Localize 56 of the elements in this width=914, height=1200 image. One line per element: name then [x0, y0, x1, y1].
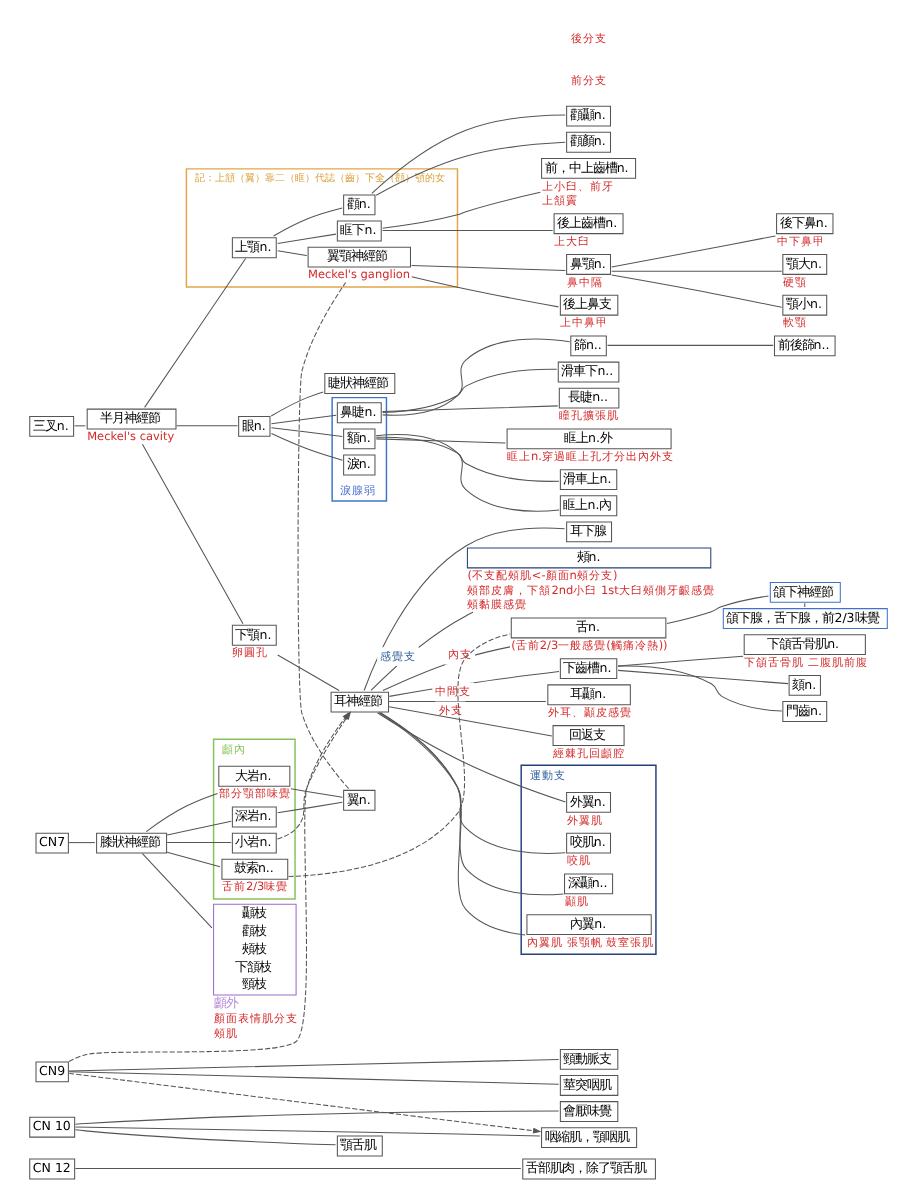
connector [375, 712, 566, 803]
connector [410, 265, 565, 272]
connector [387, 671, 559, 697]
connector [67, 1058, 559, 1072]
connector [269, 433, 342, 461]
connector [374, 438, 505, 444]
connector [379, 712, 525, 936]
connector [381, 191, 540, 229]
connector [140, 443, 243, 625]
connector [370, 114, 565, 194]
connector [606, 344, 773, 346]
connector [276, 250, 307, 257]
connector [381, 230, 553, 231]
connector [374, 436, 559, 482]
connector [272, 207, 342, 237]
connector [269, 391, 323, 417]
connector [143, 258, 246, 408]
connector [665, 595, 768, 624]
connector [165, 851, 220, 868]
connector [276, 654, 339, 691]
connector [410, 276, 558, 308]
connector [269, 427, 342, 437]
connector [73, 1129, 336, 1146]
connector [381, 338, 570, 416]
connector [175, 425, 238, 427]
connector [67, 842, 95, 844]
connector [73, 1110, 559, 1125]
connector [374, 434, 559, 512]
connector [144, 792, 218, 833]
connector [610, 274, 782, 308]
arrow [67, 1072, 541, 1134]
connector [74, 1126, 540, 1137]
connector [377, 712, 565, 854]
connector [381, 405, 558, 413]
connector [165, 842, 231, 844]
connector [73, 425, 85, 427]
connector [289, 788, 342, 798]
connector [269, 414, 336, 425]
connector [287, 633, 510, 877]
connector [140, 853, 212, 929]
connector [374, 141, 565, 196]
connector [387, 701, 546, 703]
connector [73, 1167, 521, 1169]
connector [381, 368, 557, 414]
connector [165, 820, 231, 836]
connector [616, 669, 788, 685]
connector [610, 270, 782, 272]
connector [803, 602, 805, 608]
connector [67, 1071, 559, 1085]
connector [387, 706, 552, 737]
connector [616, 665, 782, 712]
connector [276, 801, 342, 814]
connector [610, 235, 775, 268]
connector [378, 712, 563, 896]
connector [276, 233, 336, 245]
connector [362, 527, 565, 692]
